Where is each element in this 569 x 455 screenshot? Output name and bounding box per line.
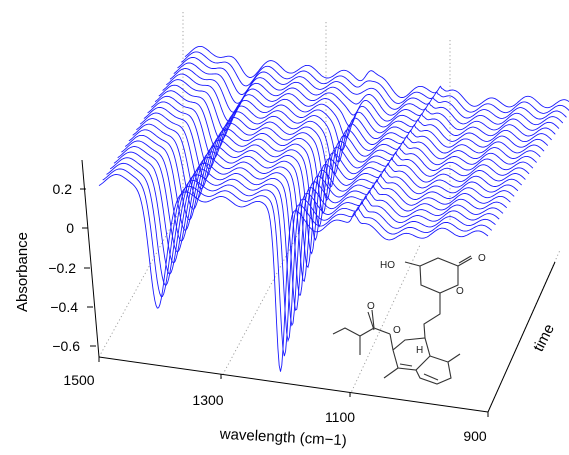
spectrum-trace	[147, 101, 537, 188]
spectrum-trace	[128, 129, 519, 255]
atom-label-o-ring: O	[456, 286, 464, 297]
spectrum-trace	[117, 146, 508, 296]
spectrum-trace	[113, 151, 504, 311]
atom-label-ho: HO	[380, 260, 395, 271]
z-axis-line	[487, 261, 556, 413]
spectrum-trace	[98, 174, 489, 372]
z-axis-label: time	[530, 321, 558, 354]
x-tick-label: 900	[463, 428, 487, 444]
x-tick-label: 1100	[325, 409, 355, 425]
spectrum-trace	[106, 162, 496, 343]
spectrum-trace	[177, 56, 567, 120]
grid	[98, 12, 561, 413]
atom-label-o-link: O	[393, 325, 401, 336]
spectrum-trace	[151, 95, 541, 175]
spectrum-trace	[136, 118, 526, 228]
molecule-structure-image	[332, 255, 473, 385]
grid-line	[220, 229, 301, 379]
molecule-inset: HO O O O O H	[332, 253, 486, 385]
atom-label-h: H	[416, 345, 423, 356]
y-tick-label: 0	[66, 220, 74, 236]
atom-label-o-keto: O	[478, 253, 486, 264]
x-tick-label: 1300	[192, 392, 223, 408]
x-axis-line	[98, 356, 489, 413]
y-axis-label: Absorbance	[14, 232, 31, 312]
spectrum-trace	[184, 45, 569, 109]
y-tick-label: −0.4	[50, 299, 78, 315]
spectrum-trace	[139, 112, 530, 215]
spectrum-trace	[132, 123, 523, 242]
spectrum-trace	[173, 62, 564, 126]
grid-line	[349, 244, 421, 396]
y-tick-label: 0.2	[53, 181, 73, 197]
spectrum-trace	[124, 134, 515, 269]
spectrum-trace	[109, 157, 500, 327]
atom-label-o-ester: O	[367, 301, 375, 312]
spectrum-trace	[121, 140, 511, 282]
spectrum-trace	[102, 168, 492, 357]
spectra-traces	[98, 45, 569, 372]
axes: 0.2 0 −0.2 −0.4 −0.6 1500 1300 1100 900 …	[14, 159, 558, 450]
y-tick-label: −0.2	[48, 260, 76, 276]
x-tick-label: 1500	[63, 372, 94, 388]
spectrum-trace	[181, 51, 569, 114]
y-tick-label: −0.6	[52, 338, 80, 354]
y-axis-line	[81, 159, 100, 358]
x-axis-label: wavelength (cm−1)	[218, 426, 347, 450]
grid-line	[98, 204, 184, 358]
